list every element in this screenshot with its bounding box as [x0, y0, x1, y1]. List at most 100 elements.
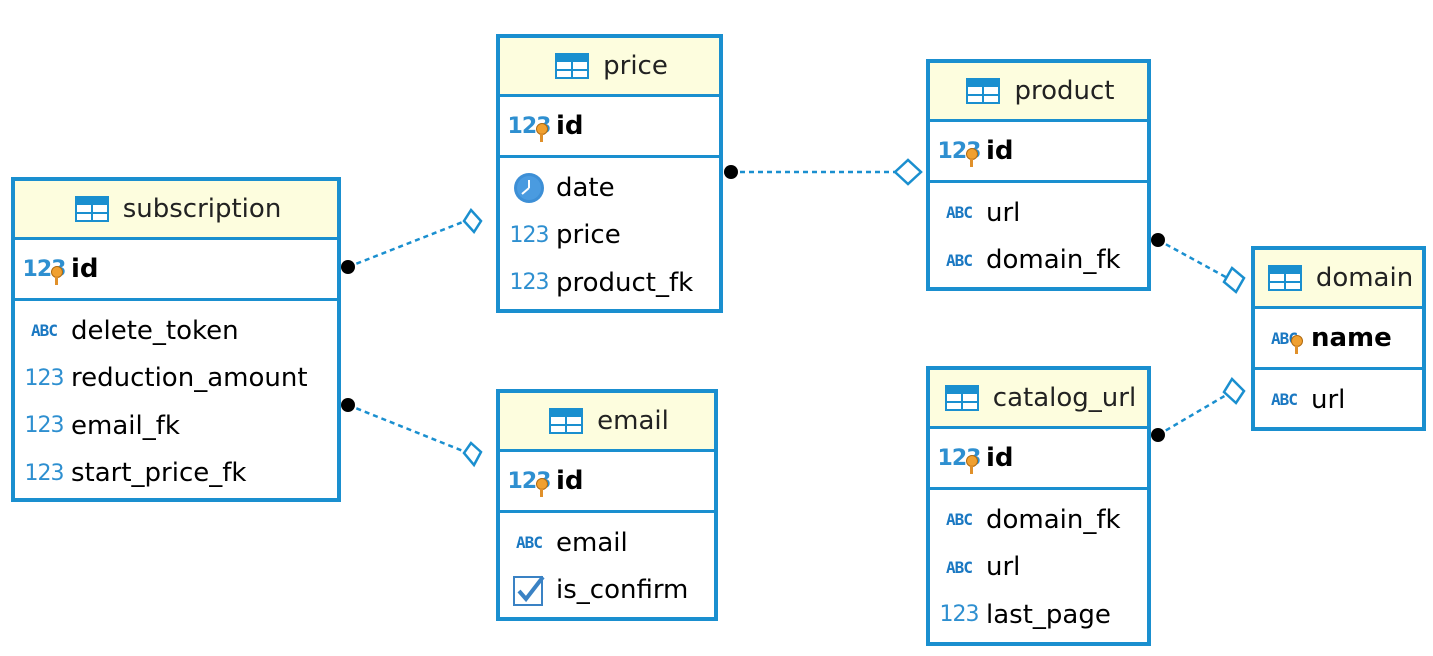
- text-icon: ABC: [946, 250, 973, 270]
- column-row[interactable]: ABC email: [500, 519, 714, 567]
- link-end-dot: [341, 260, 355, 274]
- column-name: domain_fk: [986, 245, 1121, 276]
- table-icon: [551, 51, 593, 81]
- link-end-dot: [1151, 428, 1165, 442]
- column-name: id: [986, 443, 1014, 473]
- numeric-icon: 123: [24, 365, 65, 391]
- column-name: url: [1311, 384, 1346, 415]
- link-end-dot: [341, 398, 355, 412]
- entity-header[interactable]: product: [930, 63, 1147, 122]
- numeric-key-icon: 123: [507, 468, 551, 497]
- column-row[interactable]: ABC domain_fk: [930, 237, 1147, 285]
- entity-title: price: [603, 51, 668, 81]
- column-name: product_fk: [556, 267, 694, 298]
- text-icon: ABC: [31, 321, 58, 341]
- link-subscription-email: [347, 403, 474, 457]
- link-end-diamond: [1222, 376, 1246, 405]
- text-key-icon: ABC: [1263, 323, 1305, 354]
- column-name: is_confirm: [556, 575, 689, 606]
- numeric-key-icon: 123: [507, 113, 551, 142]
- column-name: id: [556, 111, 584, 141]
- link-catalog-domain: [1157, 389, 1234, 437]
- text-icon: ABC: [946, 203, 973, 223]
- column-row[interactable]: is_confirm: [500, 567, 714, 615]
- column-row[interactable]: ABC domain_fk: [930, 496, 1147, 544]
- numeric-icon: 123: [509, 270, 550, 296]
- column-name: url: [986, 552, 1021, 583]
- table-icon: [962, 76, 1004, 106]
- column-row[interactable]: ABC url: [930, 189, 1147, 237]
- column-name: date: [556, 172, 615, 203]
- link-product-domain: [1157, 238, 1234, 283]
- column-name: url: [986, 197, 1021, 228]
- numeric-key-icon: 123: [937, 445, 981, 474]
- numeric-key-icon: 123: [937, 138, 981, 167]
- entity-header[interactable]: subscription: [15, 181, 337, 240]
- column-name: name: [1311, 323, 1392, 353]
- link-end-dot: [1151, 233, 1165, 247]
- numeric-icon: 123: [509, 222, 550, 248]
- column-name: id: [71, 254, 99, 284]
- entity-title: product: [1014, 76, 1115, 106]
- numeric-key-icon: 123: [22, 256, 66, 285]
- entity-header[interactable]: email: [500, 393, 714, 452]
- clock-icon: [508, 172, 550, 203]
- numeric-icon: 123: [24, 413, 65, 439]
- link-end-diamond: [462, 207, 483, 235]
- entity-title: domain: [1315, 263, 1414, 293]
- entity-title: email: [597, 406, 669, 436]
- column-name: email: [556, 527, 628, 558]
- text-icon: ABC: [946, 510, 973, 530]
- column-row[interactable]: date: [500, 164, 719, 212]
- column-name: start_price_fk: [71, 458, 247, 489]
- column-name: last_page: [986, 599, 1111, 630]
- entity-title: subscription: [122, 194, 282, 224]
- column-name: id: [986, 136, 1014, 166]
- table-icon: [941, 383, 983, 413]
- link-end-diamond: [462, 441, 483, 468]
- entity-header[interactable]: domain: [1255, 250, 1422, 309]
- table-icon: [71, 194, 113, 224]
- column-name: reduction_amount: [71, 363, 308, 394]
- link-end-diamond: [1222, 266, 1246, 294]
- numeric-icon: 123: [24, 460, 65, 486]
- table-icon: [1264, 263, 1306, 293]
- text-icon: ABC: [516, 533, 543, 553]
- entity-title: catalog_url: [992, 383, 1137, 413]
- column-name: id: [556, 466, 584, 496]
- text-icon: ABC: [946, 557, 973, 577]
- link-end-diamond: [893, 158, 923, 186]
- column-name: domain_fk: [986, 504, 1121, 535]
- entity-header[interactable]: price: [500, 38, 719, 97]
- entity-header[interactable]: catalog_url: [930, 370, 1147, 429]
- column-list: ABC email is_confirm: [500, 513, 714, 614]
- checkbox-icon: [508, 575, 550, 607]
- column-row[interactable]: ABC url: [930, 544, 1147, 592]
- column-name: price: [556, 220, 621, 251]
